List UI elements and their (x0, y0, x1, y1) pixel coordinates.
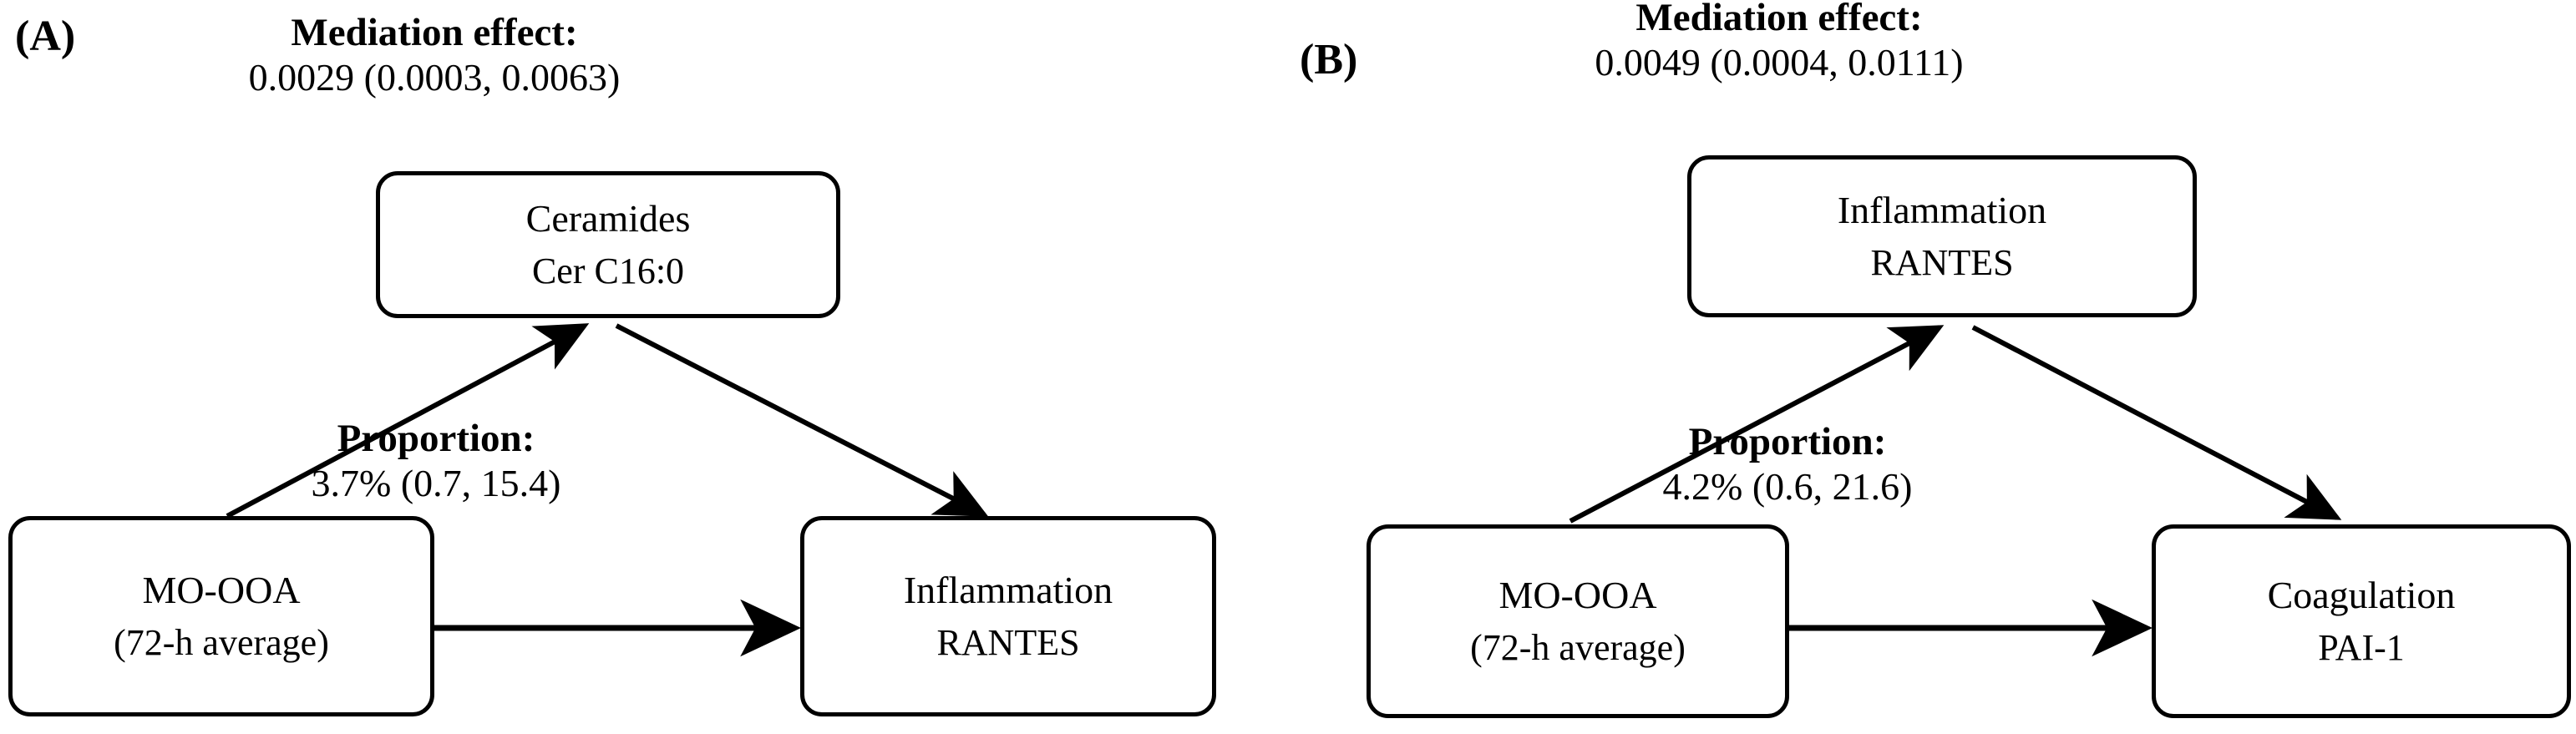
mediation-effect-value: 0.0049 (0.0004, 0.0111) (1595, 40, 1964, 84)
node-mediator-b-line1: Inflammation (1837, 189, 2047, 232)
node-outcome-b-line1: Coagulation (2267, 574, 2456, 617)
node-mediator-a-line1: Ceramides (525, 197, 691, 240)
node-exposure-b-line2: (72-h average) (1470, 627, 1686, 669)
node-outcome-a-line2: RANTES (936, 622, 1080, 664)
node-outcome-a[interactable]: Inflammation RANTES (800, 516, 1216, 716)
panel-a-mediation-annotation: Mediation effect: 0.0029 (0.0003, 0.0063… (175, 13, 693, 98)
node-exposure-b[interactable]: MO-OOA (72-h average) (1367, 524, 1789, 718)
proportion-value: 3.7% (0.7, 15.4) (311, 461, 561, 504)
panel-b-label: (B) (1300, 36, 1358, 84)
edge-exposure-to-mediator (226, 323, 590, 519)
node-exposure-b-line1: MO-OOA (1498, 574, 1657, 617)
edge-mediator-to-outcome (615, 323, 989, 517)
node-mediator-b[interactable]: Inflammation RANTES (1687, 155, 2197, 317)
node-mediator-a-line2: Cer C16:0 (531, 251, 685, 292)
node-exposure-a-line2: (72-h average) (114, 622, 329, 664)
proportion-title: Proportion: (337, 417, 535, 460)
panel-a-label: (A) (15, 13, 76, 60)
panel-a-arrows (226, 323, 989, 657)
panel-a-proportion-annotation: Proportion: 3.7% (0.7, 15.4) (219, 417, 653, 504)
panel-b-arrows (1569, 325, 2342, 657)
proportion-title: Proportion: (1688, 420, 1887, 463)
panel-a: (A) Mediation effect: 0.0029 (0.0003, 0.… (0, 0, 1286, 734)
node-outcome-a-line1: Inflammation (903, 569, 1113, 612)
panel-b-mediation-annotation: Mediation effect: 0.0049 (0.0004, 0.0111… (1495, 0, 2063, 83)
node-outcome-b[interactable]: Coagulation PAI-1 (2152, 524, 2571, 718)
node-outcome-b-line2: PAI-1 (2318, 627, 2405, 669)
edge-mediator-to-outcome (1971, 325, 2342, 520)
node-exposure-a-line1: MO-OOA (142, 569, 301, 612)
panel-b-proportion-annotation: Proportion: 4.2% (0.6, 21.6) (1570, 420, 2005, 508)
panel-b: (B) Mediation effect: 0.0049 (0.0004, 0.… (1286, 0, 2576, 734)
mediation-effect-title: Mediation effect: (291, 11, 578, 54)
proportion-value: 4.2% (0.6, 21.6) (1662, 464, 1913, 508)
node-mediator-a[interactable]: Ceramides Cer C16:0 (376, 171, 840, 318)
mediation-effect-value: 0.0029 (0.0003, 0.0063) (248, 55, 621, 99)
node-exposure-a[interactable]: MO-OOA (72-h average) (8, 516, 434, 716)
node-mediator-b-line2: RANTES (1870, 242, 2014, 284)
edge-exposure-to-mediator (1569, 325, 1945, 524)
mediation-effect-title: Mediation effect: (1635, 0, 1923, 39)
